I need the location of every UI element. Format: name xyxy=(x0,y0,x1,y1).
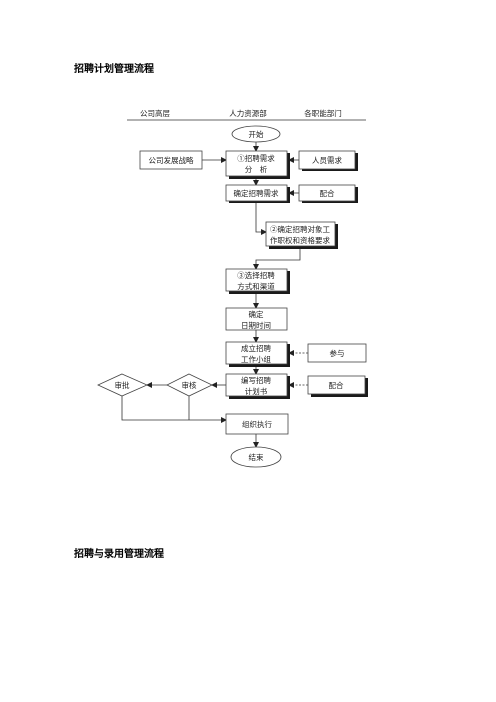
date-box: 确定 日期时间 xyxy=(225,307,288,331)
confirm-demand-box: 确定招聘需求 xyxy=(225,184,290,203)
arrow-approve-to-execute xyxy=(121,396,227,423)
team-box: 成立招聘 工作小组 xyxy=(225,341,290,367)
arrow-target-to-channel xyxy=(253,247,301,270)
execute-label: 组织执行 xyxy=(242,419,272,429)
date-label-line1: 确定 xyxy=(249,309,264,319)
target-label-line1: ②确定招聘对象工 xyxy=(270,224,330,234)
target-box: ②确定招聘对象工 作职权和资格要求 xyxy=(265,221,338,249)
confirm-demand-label: 确定招聘需求 xyxy=(234,188,279,198)
lane-header: 公司高层 人力资源部 各职能部门 xyxy=(127,108,366,121)
approve-diamond: 审批 xyxy=(97,373,148,397)
team-label-line1: 成立招聘 xyxy=(241,343,271,353)
staff-demand-box: 人员需求 xyxy=(298,150,358,171)
lane-label-hr: 人力资源部 xyxy=(229,108,267,118)
section-heading-recruitment-plan: 招聘计划管理流程 xyxy=(74,64,154,75)
analysis-label-line2: 分 析 xyxy=(245,164,268,174)
cooperate-label-1: 配合 xyxy=(320,188,335,198)
plan-box: 编写招聘 计划书 xyxy=(225,373,290,399)
strategy-label: 公司发展战略 xyxy=(149,155,194,165)
section-heading-recruitment-hiring: 招聘与录用管理流程 xyxy=(74,549,164,560)
review-diamond: 审核 xyxy=(166,373,213,397)
connectors xyxy=(121,142,308,448)
review-label: 审核 xyxy=(182,380,197,390)
target-label-line2: 作职权和资格要求 xyxy=(270,235,330,245)
participate-label: 参与 xyxy=(330,348,345,358)
start-node: 开始 xyxy=(231,125,281,143)
lane-label-departments: 各职能部门 xyxy=(304,108,342,118)
strategy-box: 公司发展战略 xyxy=(139,150,203,170)
channel-box: ③选择招聘 方式和渠道 xyxy=(225,268,290,294)
team-label-line2: 工作小组 xyxy=(241,354,271,364)
plan-label-line1: 编写招聘 xyxy=(241,375,271,385)
approve-label: 审批 xyxy=(115,380,130,390)
plan-label-line2: 计划书 xyxy=(245,386,268,396)
cooperate-box-1: 配合 xyxy=(298,184,358,203)
staff-demand-label: 人员需求 xyxy=(312,155,342,165)
channel-label-line2: 方式和渠道 xyxy=(237,281,275,291)
participate-box: 参与 xyxy=(307,343,367,363)
cooperate-label-2: 配合 xyxy=(329,380,344,390)
analysis-label-line1: ①招聘需求 xyxy=(237,153,275,163)
channel-label-line1: ③选择招聘 xyxy=(237,270,275,280)
end-label: 结束 xyxy=(249,452,264,462)
arrow-confirm-to-target xyxy=(255,202,267,235)
execute-box: 组织执行 xyxy=(225,413,289,435)
analysis-box: ①招聘需求 分 析 xyxy=(225,150,290,179)
cooperate-box-2: 配合 xyxy=(307,375,368,397)
lane-label-senior: 公司高层 xyxy=(140,108,170,118)
date-label-line2: 日期时间 xyxy=(241,320,271,330)
start-label: 开始 xyxy=(249,129,264,139)
end-node: 结束 xyxy=(230,446,282,468)
